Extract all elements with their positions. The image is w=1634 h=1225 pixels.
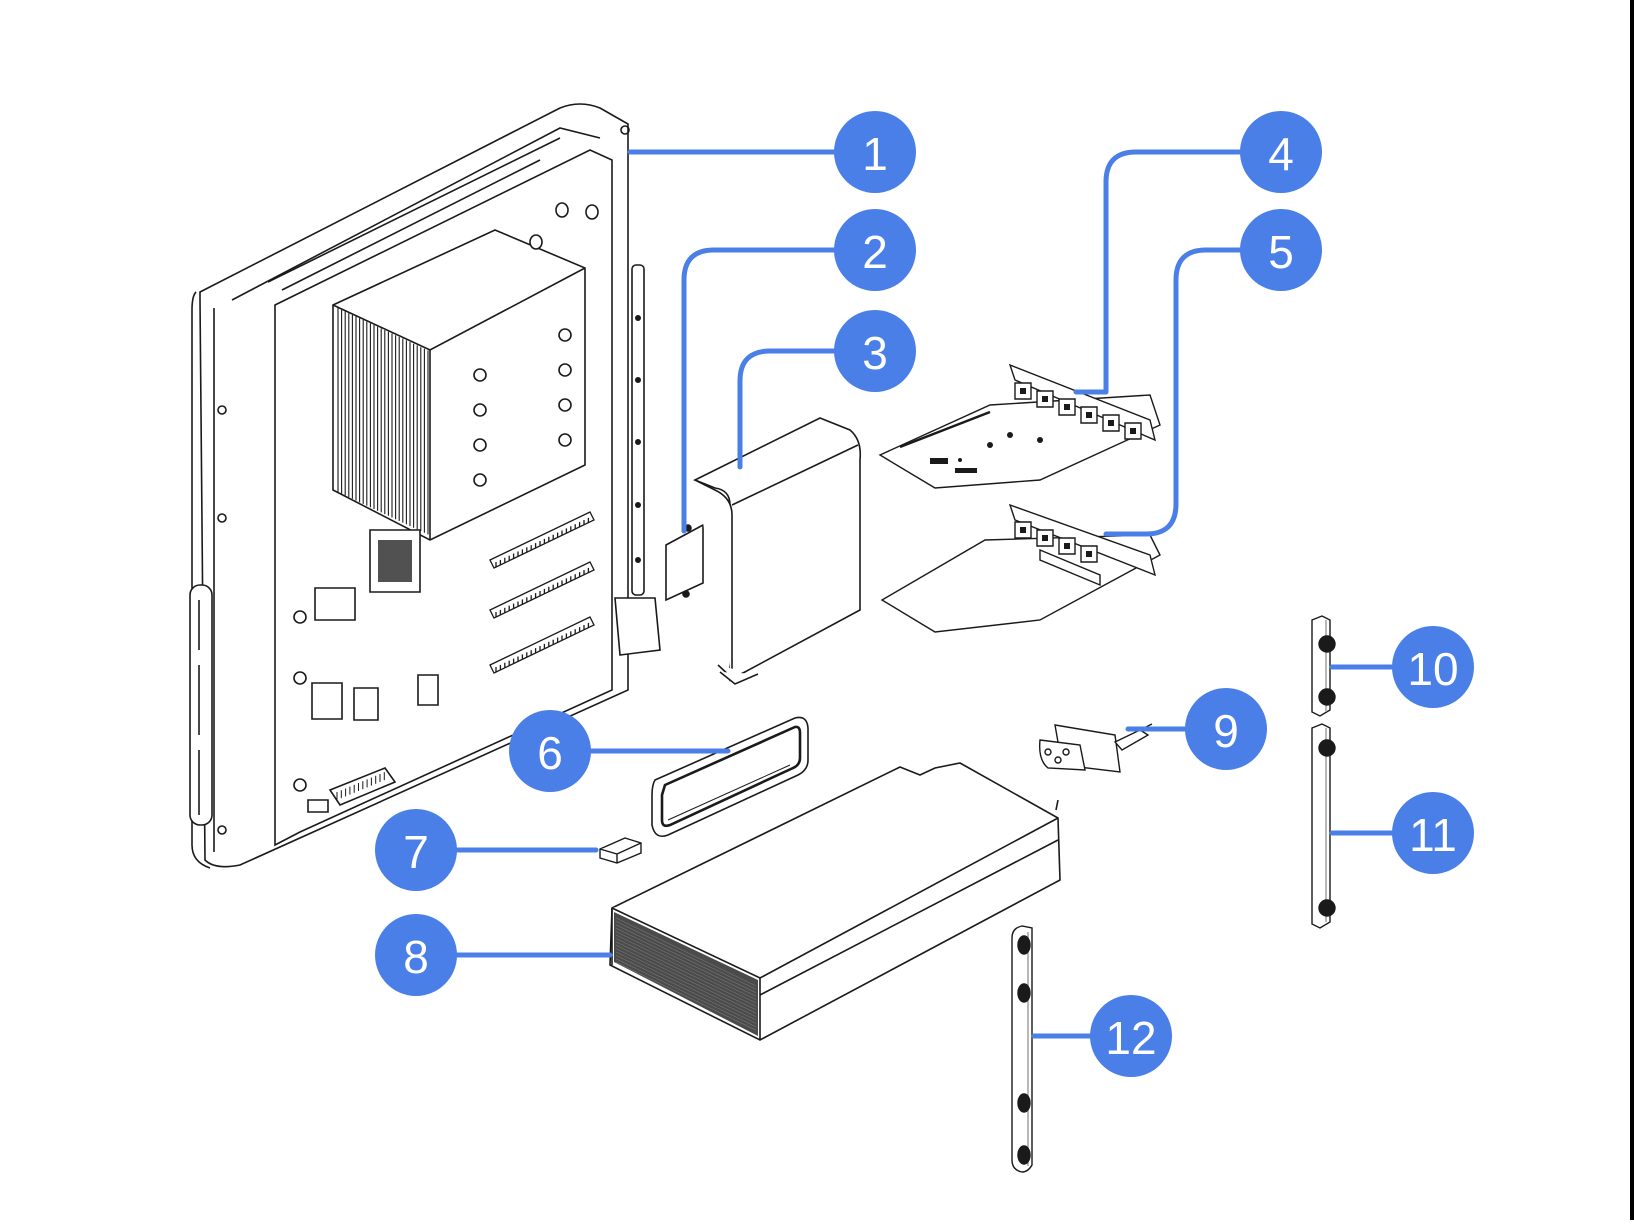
part-mounting-rail (1012, 926, 1032, 1172)
callout-badge (1392, 792, 1474, 874)
part-small-cover-plate (666, 525, 703, 600)
callout-5: 5 (1103, 209, 1322, 537)
callout-11: 11 (1329, 792, 1474, 874)
callout-badge (375, 809, 457, 891)
callout-9: 9 (1125, 688, 1267, 770)
part-io-card-lower (882, 505, 1160, 632)
callout-number: 6 (537, 727, 563, 779)
callout-number: 4 (1268, 128, 1294, 180)
part-long-bracket (1312, 724, 1335, 928)
callout-10: 10 (1329, 626, 1474, 708)
part-small-block (600, 838, 641, 863)
callout-badge (834, 209, 916, 291)
callout-12: 12 (1031, 995, 1172, 1077)
callout-badge (834, 111, 916, 193)
callout-1: 1 (627, 111, 916, 193)
callout-7: 7 (375, 809, 599, 891)
part-handle-frame (652, 717, 808, 836)
part-bent-metal-cover (695, 418, 860, 684)
part-power-inlet (1040, 724, 1152, 772)
callout-2: 2 (681, 209, 916, 534)
callout-badge (1240, 209, 1322, 291)
callout-number: 8 (403, 931, 429, 983)
part-io-card-upper (880, 365, 1160, 488)
callout-badge (1392, 626, 1474, 708)
part-short-bracket (1312, 616, 1335, 716)
callout-number: 12 (1105, 1012, 1156, 1064)
callout-badge (834, 310, 916, 392)
callout-number: 5 (1268, 226, 1294, 278)
callout-leader-line (1103, 247, 1252, 537)
part-power-supply (610, 763, 1060, 1040)
callout-leader-line (737, 348, 846, 470)
callout-number: 11 (1409, 809, 1457, 861)
callout-badge (1185, 688, 1267, 770)
callout-6: 6 (509, 710, 731, 792)
callout-leader-line (681, 247, 846, 534)
callout-number: 7 (403, 826, 429, 878)
callout-number: 9 (1213, 705, 1239, 757)
callout-badge (1090, 995, 1172, 1077)
callout-badge (375, 914, 457, 996)
right-edge-rule (1630, 0, 1634, 1220)
callout-badge (509, 710, 591, 792)
callout-8: 8 (375, 914, 613, 996)
callout-number: 10 (1407, 643, 1458, 695)
part-main-chassis (190, 104, 660, 868)
callout-number: 1 (862, 128, 888, 180)
callout-badge (1240, 111, 1322, 193)
callout-leader-line (1073, 149, 1252, 395)
callout-number: 3 (862, 327, 888, 379)
callout-3: 3 (737, 310, 916, 470)
callout-number: 2 (862, 226, 888, 278)
callout-4: 4 (1073, 111, 1322, 395)
